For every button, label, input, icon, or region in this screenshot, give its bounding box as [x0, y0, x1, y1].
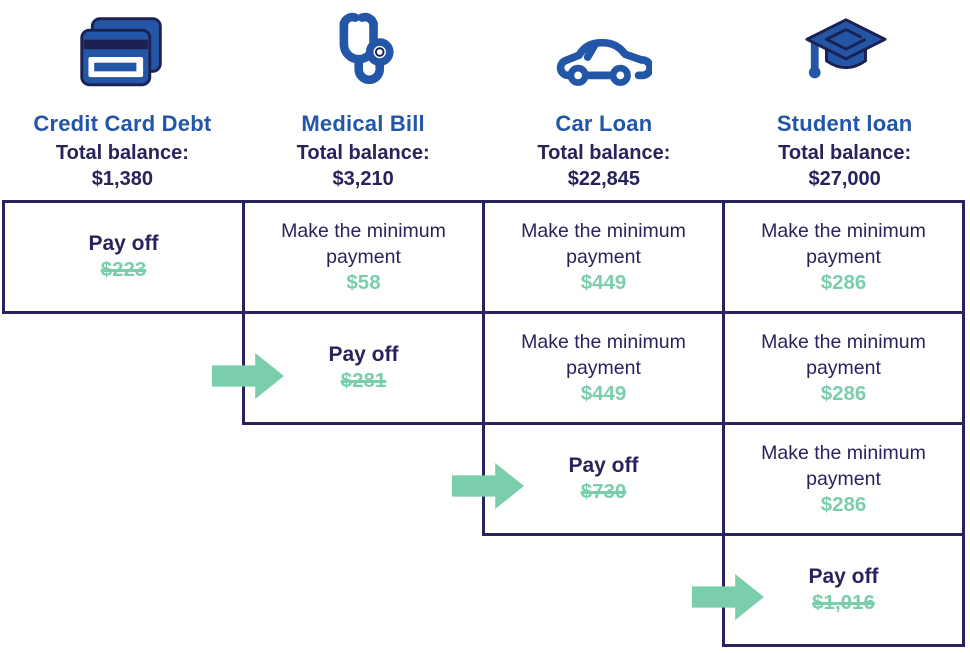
- balance-value: $1,380: [91, 168, 153, 190]
- cell-action: Pay off: [328, 343, 399, 366]
- debt-column-car-loan: Car Loan Total balance: $22,845: [484, 0, 725, 200]
- debt-name: Student loan: [776, 111, 913, 136]
- debt-column-student-loan: Student loan Total balance: $27,000: [724, 0, 965, 200]
- cell-step3-student-loan-minimum: Make the minimum payment $286: [722, 422, 965, 536]
- cell-step1-student-loan-minimum: Make the minimum payment $286: [722, 200, 965, 314]
- cell-amount: $286: [820, 271, 867, 294]
- cell-step2-student-loan-minimum: Make the minimum payment $286: [722, 311, 965, 425]
- cell-step3-car-loan-payoff: Pay off $730: [482, 422, 725, 536]
- balance-label: Total balance:: [296, 142, 430, 164]
- debt-column-credit-card: Credit Card Debt Total balance: $1,380: [2, 0, 243, 200]
- graduation-cap-icon: [801, 0, 889, 102]
- balance-value: $3,210: [332, 168, 394, 190]
- cell-step1-credit-card-payoff: Pay off $223: [2, 200, 245, 314]
- cell-amount: $281: [340, 369, 387, 392]
- cell-action: Pay off: [568, 454, 639, 477]
- stethoscope-icon: [320, 0, 406, 102]
- cell-step1-car-loan-minimum: Make the minimum payment $449: [482, 200, 725, 314]
- cell-amount: $286: [820, 493, 867, 516]
- cell-step2-car-loan-minimum: Make the minimum payment $449: [482, 311, 725, 425]
- cell-amount: $1,016: [812, 591, 875, 614]
- cell-step1-medical-bill-minimum: Make the minimum payment $58: [242, 200, 485, 314]
- cell-action: Make the minimum payment: [761, 442, 926, 490]
- cell-step2-medical-bill-payoff: Pay off $281: [242, 311, 485, 425]
- debt-headers: Credit Card Debt Total balance: $1,380 M…: [2, 0, 965, 200]
- balance-label: Total balance:: [55, 142, 189, 164]
- car-icon: [556, 0, 652, 102]
- balance-value: $27,000: [808, 168, 881, 190]
- cell-action: Make the minimum payment: [281, 220, 446, 268]
- credit-card-icon: [76, 0, 168, 102]
- cell-action: Make the minimum payment: [761, 331, 926, 379]
- cell-amount: $449: [580, 382, 627, 405]
- cell-action: Pay off: [88, 232, 159, 255]
- cell-amount: $730: [580, 480, 627, 503]
- payment-grid: Pay off $223 Make the minimum payment $5…: [2, 200, 965, 647]
- balance-label: Total balance:: [537, 142, 671, 164]
- cell-amount: $449: [580, 271, 627, 294]
- debt-column-medical-bill: Medical Bill Total balance: $3,210: [243, 0, 484, 200]
- cell-action: Make the minimum payment: [521, 220, 686, 268]
- debt-name: Car Loan: [555, 111, 653, 136]
- cell-action: Make the minimum payment: [521, 331, 686, 379]
- balance-label: Total balance:: [778, 142, 912, 164]
- cell-action: Pay off: [808, 565, 879, 588]
- balance-value: $22,845: [567, 168, 641, 190]
- cell-step4-student-loan-payoff: Pay off $1,016: [722, 533, 965, 647]
- cell-amount: $58: [346, 271, 381, 294]
- cell-amount: $223: [100, 258, 147, 281]
- debt-name: Credit Card Debt: [33, 111, 212, 136]
- cell-amount: $286: [820, 382, 867, 405]
- debt-name: Medical Bill: [301, 111, 425, 136]
- cell-action: Make the minimum payment: [761, 220, 926, 268]
